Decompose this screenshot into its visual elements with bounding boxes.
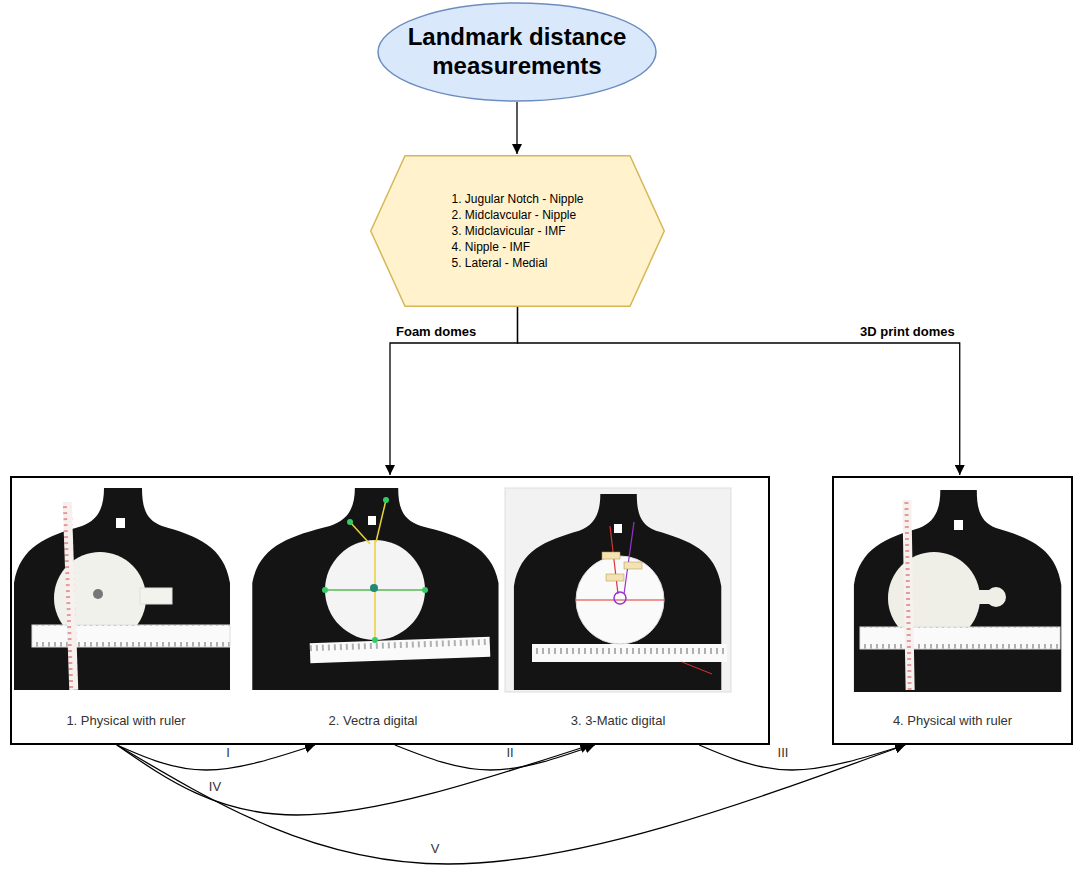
ruler — [32, 625, 230, 647]
landmark-dot — [370, 584, 378, 592]
vectra-scan — [252, 488, 498, 690]
value-tag — [606, 574, 624, 581]
landmark-dot — [422, 587, 428, 593]
landmark-ring — [614, 592, 626, 604]
value-tag — [602, 552, 620, 559]
measure-line — [350, 522, 370, 544]
landmark-dot — [383, 497, 389, 503]
notch-marker — [368, 516, 376, 525]
node-body: Landmark distance measurements — [397, 23, 637, 81]
ruler — [860, 627, 1060, 649]
print-dome-photo — [854, 490, 1061, 692]
group-box: 4. Physical with ruler — [832, 476, 1073, 745]
image-frame — [505, 488, 731, 692]
comparison-label: II — [504, 745, 515, 760]
list-item: 4. Nipple - IMF — [451, 239, 583, 255]
mannequin-photo — [14, 488, 230, 690]
connector — [516, 102, 517, 154]
nipple-dot — [93, 589, 103, 599]
connector — [518, 307, 960, 475]
comparison-label: V — [429, 841, 442, 856]
list-item: 5. Lateral - Medial — [451, 255, 583, 271]
node-body: 1. Physical with ruler — [66, 713, 185, 729]
foam-dome — [576, 556, 664, 644]
panel-caption: 3. 3-Matic digital — [571, 713, 666, 729]
tape-measure — [902, 500, 914, 690]
group-box: 1. Physical with ruler 2. Vectra digital 3… — [10, 476, 770, 745]
method-panel: 2. Vectra digital — [244, 478, 502, 743]
panel-caption: 2. Vectra digital — [329, 713, 418, 729]
foam-dome — [325, 540, 425, 640]
list-item: 2. Midclavcular - Nipple — [451, 207, 583, 223]
comparison-label: IV — [207, 779, 223, 794]
list-item: 1. Jugular Notch - Nipple — [451, 191, 583, 207]
start-ellipse: Landmark distance measurements — [377, 2, 657, 102]
panel-caption: 4. Physical with ruler — [893, 713, 1012, 729]
list-hexagon: 1. Jugular Notch - Nipple2. Midclavcular… — [370, 155, 665, 307]
title-text: Landmark distance measurements — [397, 23, 637, 81]
notch-marker — [954, 520, 963, 530]
node-body: 1. Jugular Notch - Nipple2. Midclavcular… — [451, 191, 583, 271]
list-item: 3. Midclavicular - IMF — [451, 223, 583, 239]
comparison-label: I — [224, 745, 232, 760]
measure-line — [376, 500, 386, 542]
branch-label: Foam domes — [396, 324, 476, 339]
connector — [395, 745, 595, 770]
measure-line — [682, 662, 712, 674]
ellipse-outline — [378, 3, 656, 101]
ruler — [532, 644, 727, 662]
dome-tab — [140, 588, 172, 604]
comparison-label: III — [776, 745, 791, 760]
measure-line — [610, 526, 618, 594]
landmark-dot — [322, 587, 328, 593]
ruler — [310, 637, 491, 663]
torso — [14, 488, 230, 690]
panel-caption: 1. Physical with ruler — [66, 713, 185, 729]
branch-label: 3D print domes — [860, 324, 955, 339]
measure-line — [624, 522, 634, 594]
tape-measure — [63, 502, 79, 690]
measure-line — [576, 599, 664, 600]
method-panel: 3. 3-Matic digital — [502, 478, 734, 743]
method-panel: 1. Physical with ruler — [12, 478, 240, 743]
notch-marker — [614, 524, 622, 533]
torso — [252, 488, 498, 690]
connector — [390, 307, 518, 475]
connector — [117, 745, 315, 770]
node-body: 3. 3-Matic digital — [571, 713, 666, 729]
3matic-scan — [505, 488, 731, 692]
value-tag — [624, 562, 642, 569]
hexagon-outline — [371, 156, 665, 307]
landmark-dot — [372, 637, 378, 643]
torso — [854, 490, 1061, 692]
notch-marker — [116, 518, 125, 528]
node-body: 4. Physical with ruler — [893, 713, 1012, 729]
node-body: 2. Vectra digital — [329, 713, 418, 729]
connector — [117, 745, 905, 864]
dome-tab — [986, 587, 1006, 607]
method-panel: 4. Physical with ruler — [834, 478, 1071, 743]
landmark-dot — [347, 519, 353, 525]
connector — [699, 745, 905, 770]
connector — [117, 745, 590, 815]
